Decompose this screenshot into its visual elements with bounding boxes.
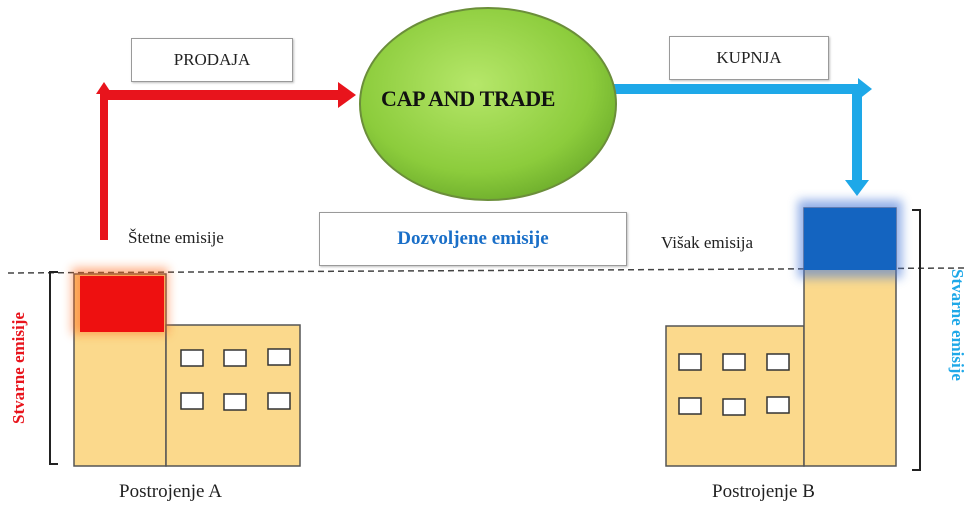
bracket-right <box>912 209 921 471</box>
bracket-left <box>49 271 58 465</box>
excess-emissions-block <box>804 208 896 270</box>
buy-label: KUPNJA <box>716 48 782 67</box>
cap-and-trade-circle <box>359 7 617 201</box>
harmful-emissions-block <box>80 276 164 332</box>
sell-arrow <box>96 82 356 240</box>
sell-label-box: PRODAJA <box>131 38 293 82</box>
excess-emissions-label: Višak emisija <box>661 233 753 252</box>
buy-label-box: KUPNJA <box>669 36 829 80</box>
plant-a-label: Postrojenje A <box>119 481 222 502</box>
allowed-emissions-box: Dozvoljene emisije <box>319 212 627 266</box>
buy-arrow <box>612 78 872 196</box>
cap-and-trade-label: CAP AND TRADE <box>381 86 556 111</box>
plant-a-windows <box>180 348 291 411</box>
actual-emissions-left-label: Stvarne emisije <box>9 312 28 424</box>
plant-a <box>72 268 301 467</box>
sell-label: PRODAJA <box>173 50 251 69</box>
actual-emissions-right-label: Stvarne emisije <box>948 269 967 381</box>
allowed-emissions-label: Dozvoljene emisije <box>397 228 549 249</box>
plant-b-label: Postrojenje B <box>712 481 815 502</box>
harmful-emissions-label: Štetne emisije <box>128 228 224 247</box>
plant-b <box>665 200 902 467</box>
plant-b-windows <box>678 353 790 416</box>
